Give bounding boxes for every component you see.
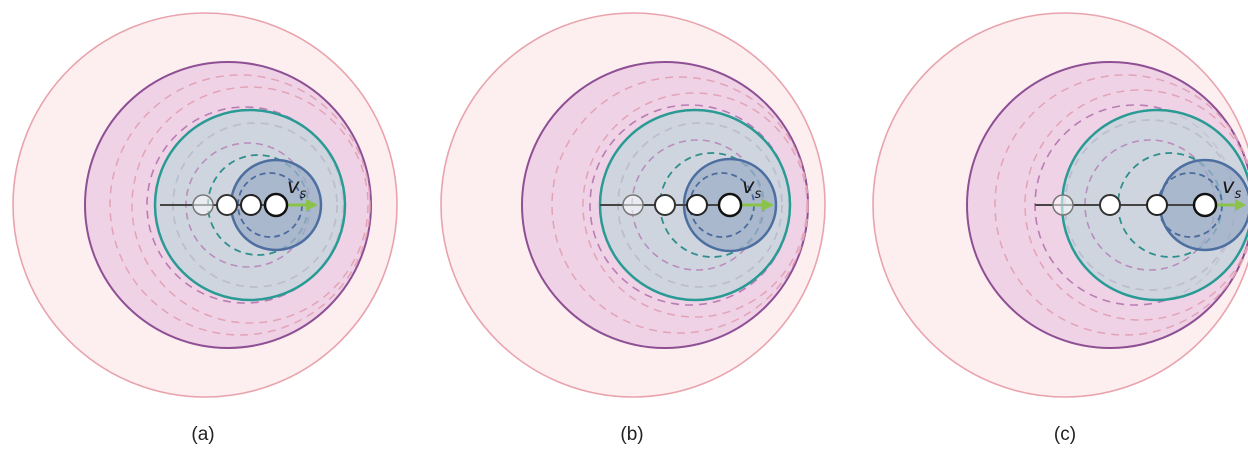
- source-position: [686, 194, 708, 216]
- source-position: [240, 194, 262, 216]
- velocity-label: vs: [1222, 174, 1241, 202]
- panel-caption: (b): [620, 424, 643, 445]
- dashed-wavefront: [109, 74, 371, 336]
- velocity-arrowhead: [1235, 199, 1246, 211]
- source-position: [1099, 194, 1121, 216]
- dashed-wavefront: [551, 76, 809, 334]
- source-current: [717, 192, 743, 218]
- source-position: [654, 194, 676, 216]
- source-position: [1052, 194, 1074, 216]
- panel-caption: (c): [1054, 424, 1076, 445]
- velocity-arrowhead: [306, 199, 318, 211]
- panel-b: vs (b): [440, 12, 826, 445]
- source-position: [1146, 194, 1168, 216]
- dashed-wavefront: [582, 92, 808, 318]
- panel-a: vs (a): [12, 12, 398, 445]
- source-position: [622, 194, 644, 216]
- velocity-label: vs: [742, 174, 761, 202]
- source-current: [1192, 192, 1218, 218]
- velocity-label: vs: [287, 174, 306, 202]
- dashed-wavefront: [994, 74, 1248, 336]
- source-position: [192, 194, 214, 216]
- panel-caption: (a): [191, 424, 214, 445]
- source-current: [263, 192, 289, 218]
- velocity-arrowhead: [762, 199, 774, 211]
- panel-c: vs (c): [872, 12, 1248, 445]
- dashed-wavefront: [131, 86, 369, 324]
- source-position: [216, 194, 238, 216]
